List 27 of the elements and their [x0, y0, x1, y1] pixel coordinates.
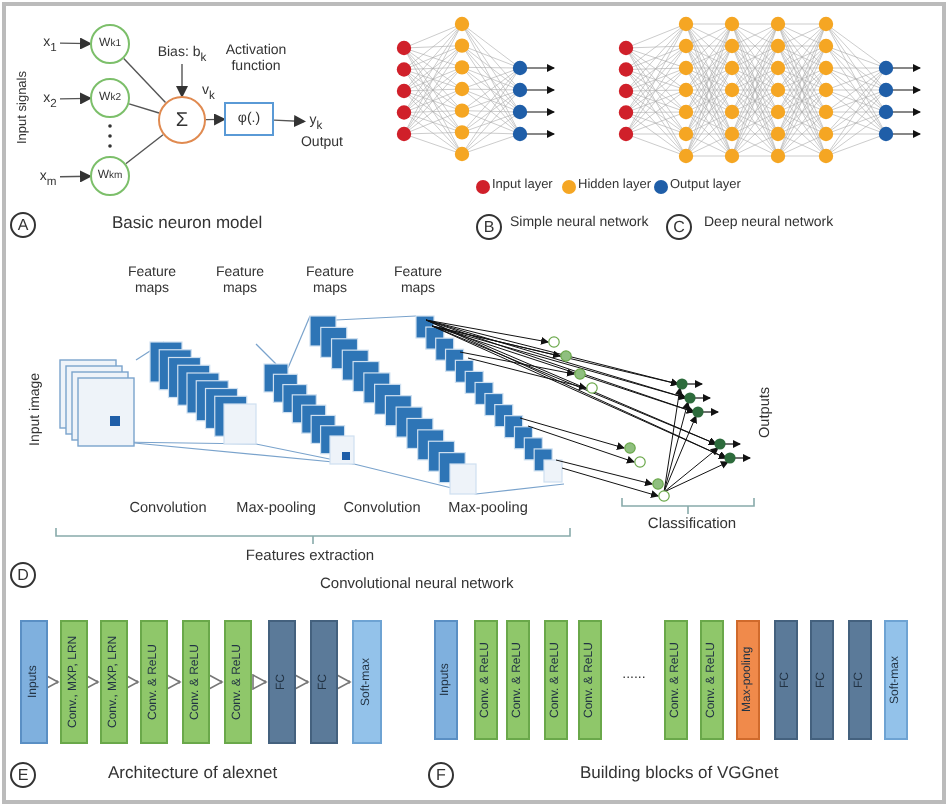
- connector-line: [128, 103, 160, 114]
- arrow: [273, 115, 306, 127]
- arrow: [205, 113, 226, 126]
- block-arrow: [124, 674, 139, 690]
- panel-letter: E: [10, 762, 36, 788]
- arrow: [176, 63, 188, 98]
- block-arrow: [294, 674, 309, 690]
- panel-title: Basic neuron model: [112, 214, 265, 236]
- panel-letter: D: [10, 562, 36, 588]
- block-arrow: [166, 674, 181, 690]
- block-arrow: [336, 674, 351, 690]
- panel-letter: F: [428, 762, 454, 788]
- block-arrow: [252, 674, 267, 690]
- block-arrow: [208, 674, 223, 690]
- arrow: [59, 170, 92, 183]
- panel-letter: A: [10, 212, 36, 238]
- connector-line: [123, 57, 167, 104]
- block-arrow: [44, 674, 59, 690]
- arrow: [59, 37, 92, 50]
- arrow: [59, 92, 92, 105]
- panel-title: Building blocks of VGGnet: [580, 764, 781, 786]
- panel-letter: B: [476, 214, 502, 240]
- connector-line: [125, 134, 164, 165]
- summation-circle: Σ: [158, 96, 206, 144]
- panel-letter: C: [666, 214, 692, 240]
- panel-title: Architecture of alexnet: [108, 764, 280, 786]
- block-arrow: [84, 674, 99, 690]
